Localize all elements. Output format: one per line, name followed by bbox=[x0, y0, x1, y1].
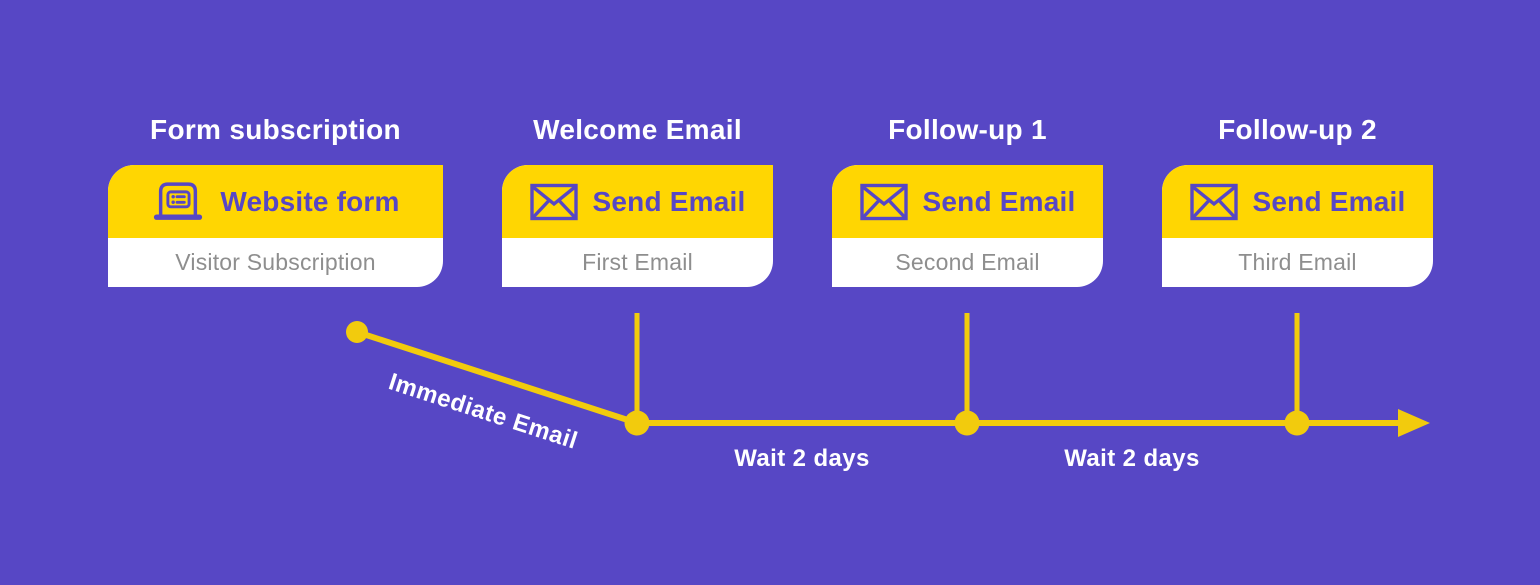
timeline-line-immediate bbox=[356, 329, 638, 426]
timeline-dot-followup1 bbox=[954, 410, 980, 436]
card-action-bar: Send Email bbox=[502, 165, 773, 238]
step-title-follow-up-2: Follow-up 2 bbox=[1218, 114, 1377, 145]
envelope-icon bbox=[529, 183, 578, 221]
card-subtitle: First Email bbox=[582, 249, 693, 275]
envelope-icon bbox=[859, 183, 908, 221]
step-card-website-form: Website form Visitor Subscription bbox=[108, 165, 443, 287]
step-card-send-email-3: Send Email Third Email bbox=[1162, 165, 1433, 287]
card-action-label: Send Email bbox=[922, 185, 1076, 217]
card-action-label: Website form bbox=[220, 185, 400, 217]
card-subtitle: Visitor Subscription bbox=[175, 249, 376, 275]
card-action-bar: Send Email bbox=[1162, 165, 1433, 238]
wait-label-1: Wait 2 days bbox=[734, 445, 870, 472]
card-subtitle: Second Email bbox=[895, 249, 1040, 275]
arrowhead-icon bbox=[1398, 409, 1430, 437]
envelope-icon bbox=[1189, 183, 1238, 221]
step-card-send-email-1: Send Email First Email bbox=[502, 165, 773, 287]
card-action-label: Send Email bbox=[1252, 185, 1406, 217]
step-title-form-subscription: Form subscription bbox=[150, 114, 401, 145]
step-title-welcome-email: Welcome Email bbox=[533, 114, 742, 145]
wait-label-2: Wait 2 days bbox=[1064, 445, 1200, 472]
step-title-follow-up-1: Follow-up 1 bbox=[888, 114, 1047, 145]
card-subtitle: Third Email bbox=[1238, 249, 1357, 275]
timeline-dot-followup2 bbox=[1284, 410, 1310, 436]
laptop-form-icon bbox=[151, 180, 205, 224]
timeline-dot-welcome bbox=[624, 410, 650, 436]
step-card-send-email-2: Send Email Second Email bbox=[832, 165, 1103, 287]
card-action-bar: Website form bbox=[108, 165, 443, 238]
timeline-dot-start bbox=[346, 321, 368, 343]
card-action-label: Send Email bbox=[592, 185, 746, 217]
card-action-bar: Send Email bbox=[832, 165, 1103, 238]
